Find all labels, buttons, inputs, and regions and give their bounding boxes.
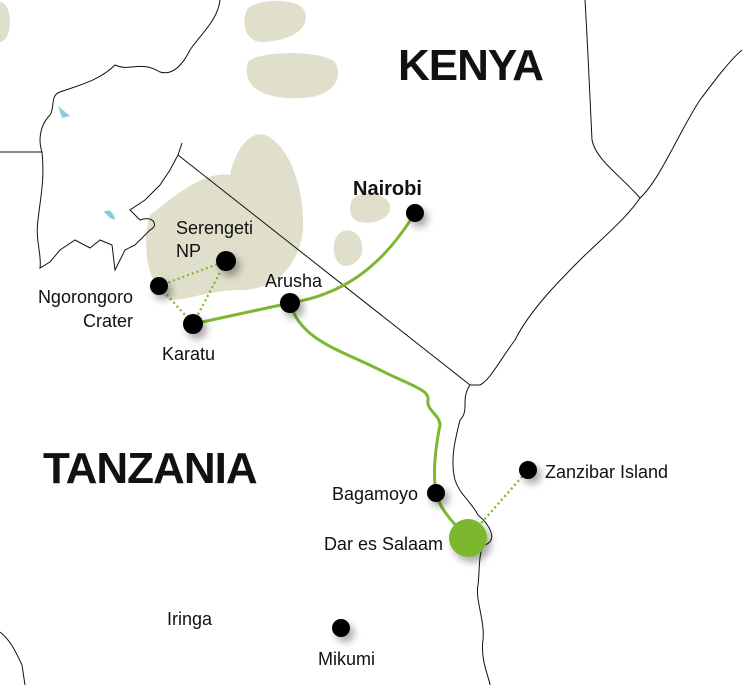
route-parks-loop bbox=[157, 258, 229, 326]
stop-bagamoyo[interactable] bbox=[427, 484, 445, 502]
label-serengeti: Serengeti bbox=[176, 218, 253, 238]
label-karatu: Karatu bbox=[162, 344, 215, 364]
stop-dar-es-salaam[interactable] bbox=[449, 519, 487, 557]
label-dar-es-salaam: Dar es Salaam bbox=[324, 534, 443, 554]
stop-arusha[interactable] bbox=[280, 293, 300, 313]
label-bagamoyo: Bagamoyo bbox=[332, 484, 418, 504]
country-label-kenya: KENYA bbox=[398, 41, 543, 90]
label-iringa: Iringa bbox=[167, 609, 213, 629]
stops bbox=[150, 204, 537, 637]
stop-nairobi[interactable] bbox=[406, 204, 424, 222]
label-ngorongoro: Ngorongoro bbox=[38, 287, 133, 307]
label-mikumi: Mikumi bbox=[318, 649, 375, 669]
stop-mikumi[interactable] bbox=[332, 619, 350, 637]
country-label-tanzania: TANZANIA bbox=[43, 444, 257, 493]
label-serengeti-np: NP bbox=[176, 241, 201, 261]
lake-icon bbox=[104, 210, 115, 220]
stop-ngorongoro[interactable] bbox=[150, 277, 168, 295]
label-crater: Crater bbox=[83, 311, 133, 331]
stop-karatu[interactable] bbox=[183, 314, 203, 334]
stop-serengeti[interactable] bbox=[216, 251, 236, 271]
label-arusha: Arusha bbox=[265, 271, 323, 291]
national-parks bbox=[0, 0, 391, 300]
label-nairobi: Nairobi bbox=[353, 178, 422, 200]
label-zanzibar: Zanzibar Island bbox=[545, 462, 668, 482]
stop-zanzibar[interactable] bbox=[519, 461, 537, 479]
lake-icon bbox=[58, 106, 70, 118]
